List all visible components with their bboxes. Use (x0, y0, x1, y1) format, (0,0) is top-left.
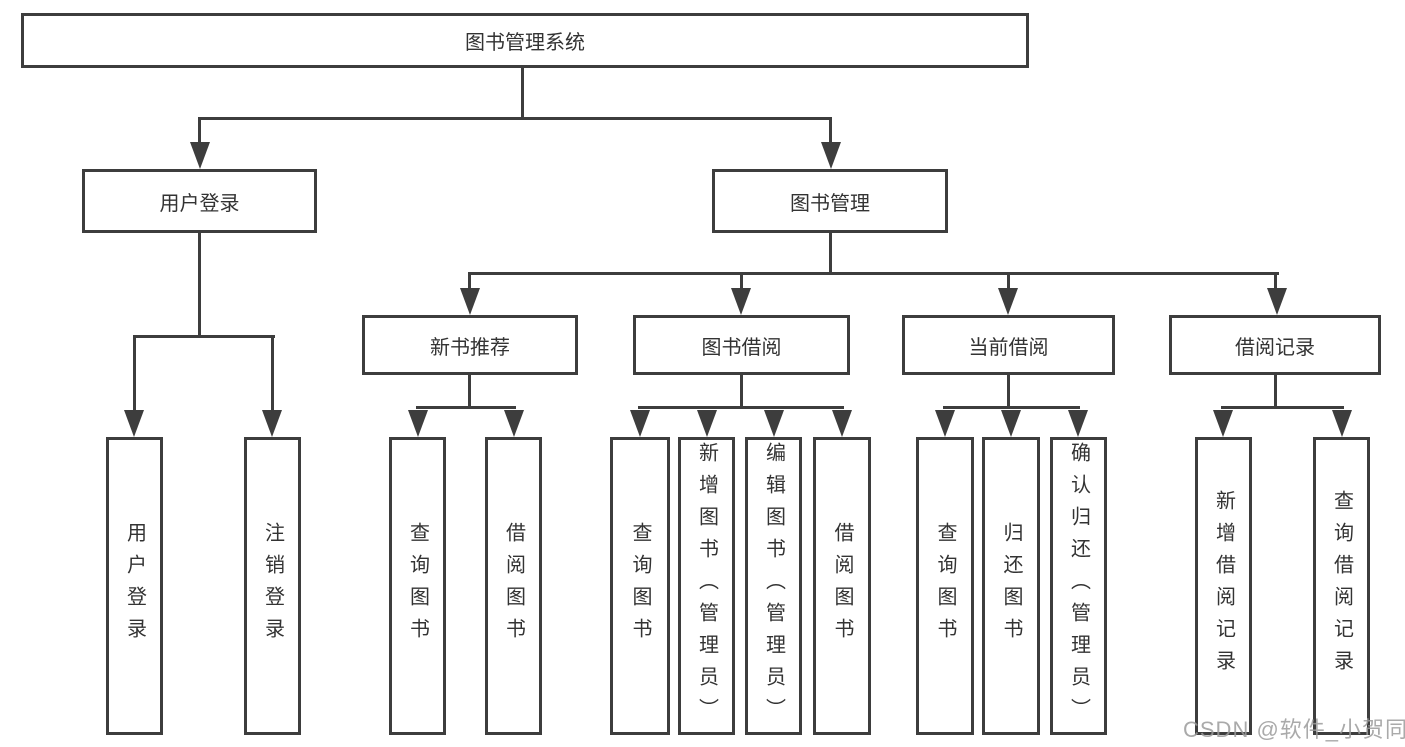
node-login: 用户登录 (106, 437, 163, 735)
node-library-system: 图书管理系统 (21, 13, 1029, 68)
node-records-query: 查询借阅记录 (1313, 437, 1370, 735)
arrow-bb-edit (764, 410, 784, 437)
node-currentborrow-query: 查询图书 (916, 437, 974, 735)
arrow-br-add (1213, 410, 1233, 437)
arrow-bb-borrow (832, 410, 852, 437)
node-newbooks-query: 查询图书 (389, 437, 446, 735)
arrow-bb-query (630, 410, 650, 437)
edge-new-books-bus (416, 406, 516, 409)
node-user-login: 用户登录 (82, 169, 317, 233)
edge-book-borrow-stub (740, 272, 743, 290)
arrow-nb-borrow (504, 410, 524, 437)
arrow-cb-return (1001, 410, 1021, 437)
edge-logout-stub (271, 335, 274, 412)
edge-user-login-drop (198, 233, 201, 338)
edge-current-borrow-bus (943, 406, 1080, 409)
node-book-borrow: 图书借阅 (633, 315, 850, 375)
node-records-add: 新增借阅记录 (1195, 437, 1252, 735)
edge-root-bus (198, 117, 832, 120)
node-bookborrow-borrow: 借阅图书 (813, 437, 871, 735)
edge-book-mgmt-drop (829, 233, 832, 275)
arrow-bb-add (697, 410, 717, 437)
arrow-book-mgmt (821, 142, 841, 169)
node-bookborrow-add: 新增图书（管理员） (678, 437, 735, 735)
node-currentborrow-confirm: 确认归还（管理员） (1050, 437, 1107, 735)
edge-login-stub (133, 335, 136, 412)
edge-borrow-records-bus (1221, 406, 1344, 409)
edge-book-borrow-bus (638, 406, 844, 409)
arrow-nb-query (408, 410, 428, 437)
node-new-books: 新书推荐 (362, 315, 578, 375)
arrow-br-query (1332, 410, 1352, 437)
node-logout: 注销登录 (244, 437, 301, 735)
node-current-borrow: 当前借阅 (902, 315, 1115, 375)
edge-book-mgmt-stub (829, 117, 832, 143)
arrow-cb-query (935, 410, 955, 437)
arrow-cb-confirm (1068, 410, 1088, 437)
edge-new-books-drop (468, 375, 471, 408)
arrow-borrow-records (1267, 288, 1287, 315)
edge-borrow-records-drop (1274, 375, 1277, 408)
edge-user-login-bus (133, 335, 275, 338)
edge-root-drop (521, 67, 524, 120)
edge-new-books-stub (468, 272, 471, 290)
edge-book-borrow-drop (740, 375, 743, 408)
edge-user-login-stub (198, 117, 201, 143)
csdn-watermark: CSDN @软件_小贺同学 (1183, 717, 1405, 742)
node-book-mgmt: 图书管理 (712, 169, 948, 233)
arrow-new-books (460, 288, 480, 315)
edge-current-borrow-drop (1007, 375, 1010, 408)
node-newbooks-borrow: 借阅图书 (485, 437, 542, 735)
arrow-login (124, 410, 144, 437)
edge-current-borrow-stub (1007, 272, 1010, 290)
arrow-current-borrow (998, 288, 1018, 315)
arrow-book-borrow (731, 288, 751, 315)
edge-book-mgmt-bus (468, 272, 1279, 275)
node-bookborrow-edit: 编辑图书（管理员） (745, 437, 802, 735)
node-bookborrow-query: 查询图书 (610, 437, 670, 735)
arrow-user-login (190, 142, 210, 169)
node-currentborrow-return: 归还图书 (982, 437, 1040, 735)
node-borrow-records: 借阅记录 (1169, 315, 1381, 375)
edge-borrow-records-stub (1274, 272, 1277, 290)
arrow-logout (262, 410, 282, 437)
